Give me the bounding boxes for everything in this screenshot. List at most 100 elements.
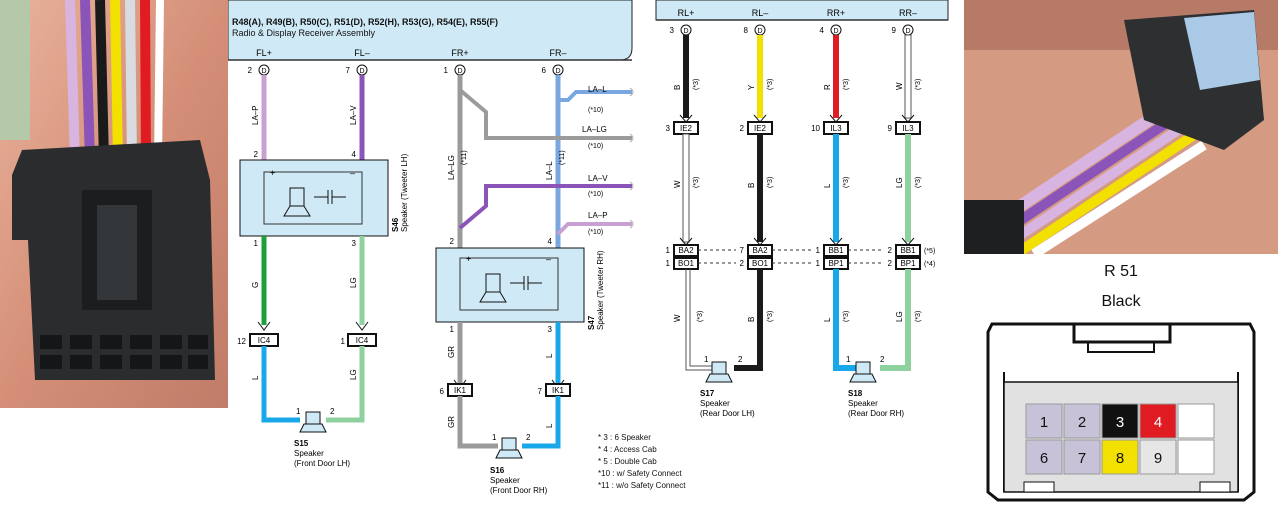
svg-text:(*3): (*3) [767, 79, 774, 90]
svg-text:1: 1 [444, 66, 449, 75]
svg-text:6: 6 [440, 387, 445, 396]
svg-text:1: 1 [254, 239, 259, 248]
receiver-connectors: R48(A), R49(B), R50(C), R51(D), R52(H), … [232, 17, 498, 27]
connector-pin [1101, 439, 1139, 475]
svg-text:2: 2 [738, 355, 743, 364]
svg-text:(Rear Door LH): (Rear Door LH) [700, 409, 755, 418]
svg-text:B: B [747, 317, 756, 322]
connector-title: R 51 [1104, 263, 1138, 280]
svg-text:2: 2 [740, 259, 745, 268]
svg-text:7: 7 [740, 246, 745, 255]
terminal-rl-plus: RL+ [678, 8, 695, 18]
speaker-icon [283, 187, 346, 217]
svg-text:Speaker: Speaker [848, 399, 878, 408]
photo-connector-plug [0, 0, 228, 408]
svg-text:(*3): (*3) [693, 79, 700, 90]
terminal-fl-plus: FL+ [256, 48, 272, 58]
svg-text:(Rear Door RH): (Rear Door RH) [848, 409, 904, 418]
wiring-diagram: R48(A), R49(B), R50(C), R51(D), R52(H), … [228, 0, 964, 515]
svg-text:BP1: BP1 [828, 259, 844, 268]
connector-pin [1025, 403, 1063, 439]
svg-text:LG: LG [349, 369, 358, 380]
connector-pin-label: 8 [1116, 450, 1124, 467]
svg-text:BA2: BA2 [678, 246, 694, 255]
svg-text:D: D [261, 68, 266, 75]
svg-text:(*11): (*11) [461, 150, 468, 165]
svg-text:(*5): (*5) [924, 248, 935, 255]
svg-text:(*10): (*10) [588, 107, 603, 114]
svg-text:BO1: BO1 [752, 259, 769, 268]
connector-pin [1139, 403, 1177, 439]
svg-text:2: 2 [888, 246, 893, 255]
svg-text:S15: S15 [294, 439, 309, 448]
connector-pin [1101, 403, 1139, 439]
connector-ie2-a: IE2 [680, 124, 693, 133]
connector-pin [1139, 439, 1177, 475]
svg-text:R: R [823, 84, 832, 90]
svg-text:LA–L: LA–L [545, 161, 554, 180]
svg-text:L: L [545, 353, 554, 358]
svg-text:S47: S47 [587, 315, 596, 330]
terminal-rr-plus: RR+ [827, 8, 845, 18]
svg-text:10: 10 [811, 124, 820, 133]
svg-text:1: 1 [846, 355, 851, 364]
svg-text:1: 1 [450, 325, 455, 334]
svg-text:2: 2 [880, 355, 885, 364]
connector-ik1-left: IK1 [454, 386, 467, 395]
svg-text:(*3): (*3) [697, 311, 704, 322]
svg-text:2: 2 [740, 124, 745, 133]
svg-text:(*3): (*3) [767, 177, 774, 188]
svg-text:(*3): (*3) [693, 177, 700, 188]
connector-pin-label: 4 [1154, 414, 1162, 431]
svg-text:(*11): (*11) [559, 150, 566, 165]
terminal-fl-minus: FL– [354, 48, 370, 58]
svg-text:LA–V: LA–V [588, 174, 608, 183]
svg-text:* 4 : Access Cab: * 4 : Access Cab [598, 445, 657, 454]
connector-il3-a: IL3 [830, 124, 842, 133]
svg-text:+: + [270, 168, 275, 178]
svg-text:BO1: BO1 [678, 259, 695, 268]
svg-text:* 5 : Double Cab: * 5 : Double Cab [598, 457, 657, 466]
connector-ic4-lh: IC4 [258, 336, 271, 345]
svg-text:LA–L: LA–L [588, 85, 607, 94]
svg-text:D: D [833, 28, 838, 35]
svg-text:D: D [683, 28, 688, 35]
svg-text:1: 1 [296, 407, 301, 416]
terminal-fr-plus: FR+ [451, 48, 468, 58]
svg-text:W: W [895, 82, 904, 90]
svg-text:2: 2 [526, 433, 531, 442]
svg-text:1: 1 [492, 433, 497, 442]
svg-text:3: 3 [548, 325, 553, 334]
connector-color-label: Black [1101, 293, 1141, 310]
svg-text:–: – [546, 254, 551, 264]
svg-text:4: 4 [352, 150, 357, 159]
svg-text:9: 9 [888, 124, 893, 133]
connector-ie2-b: IE2 [754, 124, 767, 133]
svg-text:BA2: BA2 [752, 246, 768, 255]
svg-text:S17: S17 [700, 389, 715, 398]
connector-il3-b: IL3 [902, 124, 914, 133]
svg-text:12: 12 [237, 337, 246, 346]
connector-pin [1025, 439, 1063, 475]
svg-text:4: 4 [548, 237, 553, 246]
svg-text:(*3): (*3) [843, 177, 850, 188]
photo-connector-wires [964, 0, 1278, 254]
svg-text:BB1: BB1 [900, 246, 916, 255]
svg-text:LA–P: LA–P [588, 211, 608, 220]
connector-ic4-rh: IC4 [356, 336, 369, 345]
svg-text:D: D [905, 28, 910, 35]
svg-text:1: 1 [816, 246, 821, 255]
svg-text:* 3 : 6 Speaker: * 3 : 6 Speaker [598, 433, 651, 442]
svg-text:S18: S18 [848, 389, 863, 398]
svg-text:3: 3 [666, 124, 671, 133]
svg-text:3: 3 [352, 239, 357, 248]
connector-pin-label: 1 [1040, 414, 1048, 431]
svg-text:B: B [747, 183, 756, 188]
svg-text:LA–LG: LA–LG [582, 125, 607, 134]
svg-text:L: L [545, 423, 554, 428]
svg-text:*11 : w/o Safety Connect: *11 : w/o Safety Connect [598, 481, 686, 490]
svg-text:GR: GR [447, 346, 456, 358]
svg-text:3: 3 [670, 26, 675, 35]
svg-text:1: 1 [341, 337, 346, 346]
